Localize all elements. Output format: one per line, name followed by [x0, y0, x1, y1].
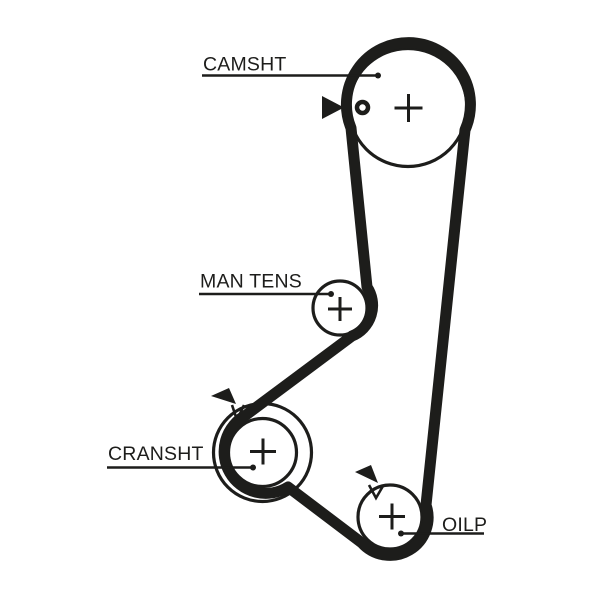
camshaft-arrow-icon	[322, 96, 344, 119]
camshaft-label: CAMSHT	[203, 54, 287, 76]
leader-lines	[107, 74, 484, 535]
oil-pump-arrow-icon	[355, 465, 378, 483]
oil-pump-leader-dot	[398, 530, 404, 537]
oil-pump-notch-icon	[367, 484, 385, 501]
oil-pump-label: OILP	[442, 514, 487, 536]
camshaft-timing-hole-icon	[354, 99, 371, 116]
crankshaft-arrow-icon	[211, 388, 236, 404]
tensioner-pulley	[311, 279, 369, 337]
oil-pump-pulley	[356, 483, 424, 551]
camshaft-leader-dot	[375, 72, 381, 79]
oil-pump-crosshair-icon	[379, 503, 405, 530]
camshaft-crosshair-icon	[394, 94, 423, 122]
tensioner-crosshair-icon	[328, 297, 352, 321]
crankshaft-crosshair-icon	[250, 438, 276, 465]
timing-belt	[218, 37, 476, 561]
tensioner-leader-dot	[328, 291, 334, 297]
crankshaft-leader-dot	[250, 464, 256, 471]
tensioner-label: MAN TENS	[200, 271, 302, 293]
crankshaft-label: CRANSHT	[108, 443, 204, 465]
